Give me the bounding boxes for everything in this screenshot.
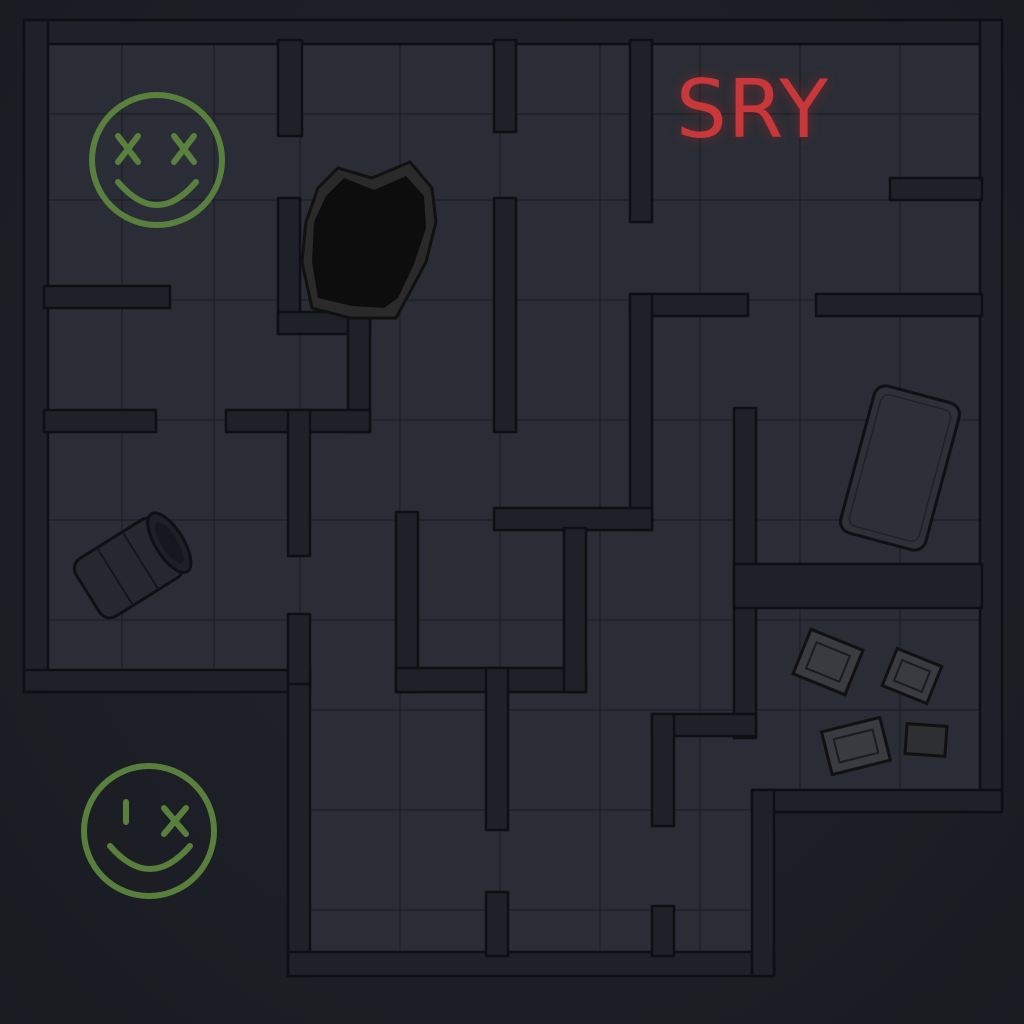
broken-wall-hole-icon[interactable] (300, 160, 438, 320)
mattress-icon[interactable] (838, 383, 962, 553)
winking-dead-smiley-graffiti-icon (81, 763, 217, 899)
sry-graffiti-text: SRY (676, 63, 830, 156)
dead-smiley-graffiti-icon (89, 92, 225, 228)
crates-icon[interactable] (791, 627, 949, 777)
barrel-icon[interactable] (70, 506, 199, 622)
inner-walls (42, 38, 984, 958)
outer-walls (22, 18, 1004, 978)
